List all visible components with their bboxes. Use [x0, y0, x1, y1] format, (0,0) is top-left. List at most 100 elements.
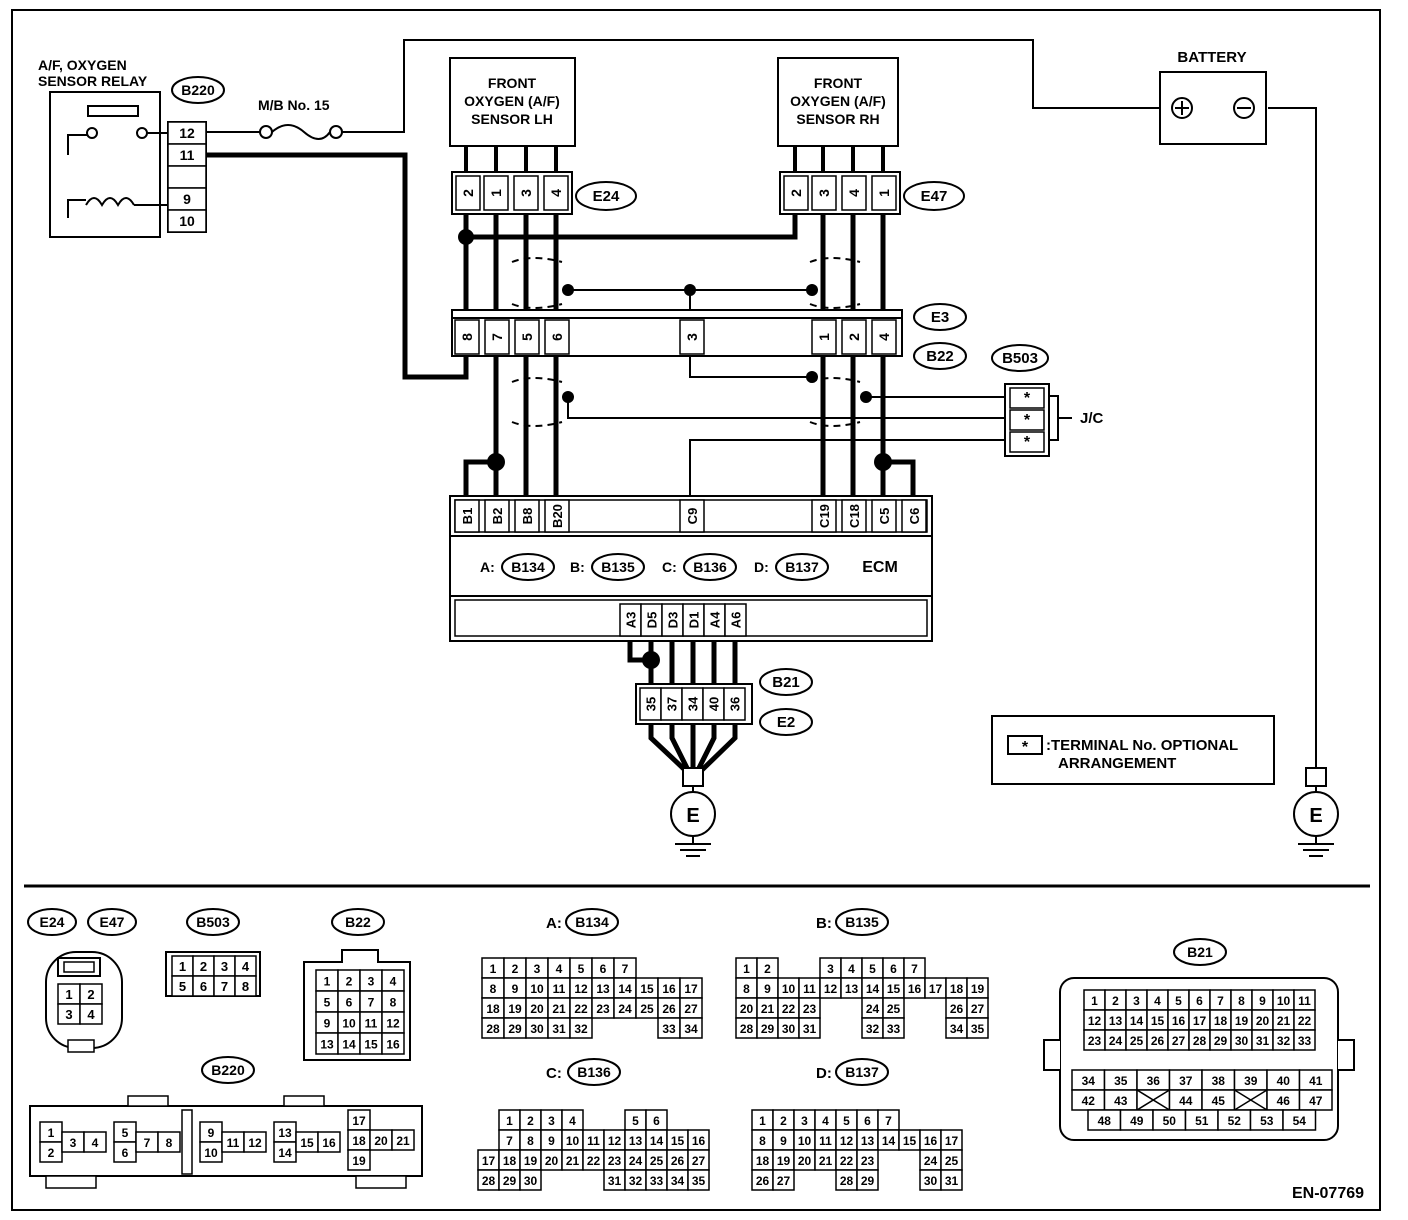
view-b134-pin: 7 — [622, 962, 629, 976]
ecm-top-pin-cell — [871, 499, 897, 533]
view-b136-pin: 1 — [506, 1114, 513, 1128]
view-b21-pin: 14 — [1130, 1014, 1144, 1028]
e47-pin: 1 — [876, 189, 892, 197]
sensor-rh-line2: OXYGEN (A/F) — [790, 93, 886, 109]
view-b21-pin: 3 — [1133, 994, 1140, 1008]
view-b134-pin: 24 — [618, 1002, 632, 1016]
ecm-label: ECM — [862, 559, 898, 576]
view-b220-pin: 10 — [204, 1146, 218, 1160]
view-b22-pin: 14 — [342, 1038, 356, 1052]
view-b21-pin: 30 — [1235, 1034, 1249, 1048]
view-b135-pin: 19 — [971, 982, 985, 996]
ecm-bottom-pin-cell — [724, 603, 747, 637]
e47-pin-cell — [811, 175, 837, 211]
view-b135-pin: 2 — [764, 962, 771, 976]
view-b21-pin: 43 — [1114, 1094, 1128, 1108]
view-b21-pin: 48 — [1098, 1114, 1112, 1128]
ecm-top-pin-cell — [811, 499, 837, 533]
view-b503-pin: 6 — [200, 979, 207, 994]
ecm-connector-id: B135 — [601, 559, 635, 575]
view-b21-pin: 52 — [1228, 1114, 1242, 1128]
ecm-connector-prefix: C: — [662, 559, 677, 575]
view-b134-pin: 26 — [662, 1002, 676, 1016]
view-b220-pin: 1 — [48, 1126, 55, 1140]
view-b21-pin: 32 — [1277, 1034, 1291, 1048]
view-b21-pin: 54 — [1293, 1114, 1307, 1128]
ecm-connector-prefix: A: — [480, 559, 495, 575]
e2-connector-id: E2 — [777, 714, 795, 731]
view-b21-pin: 19 — [1235, 1014, 1249, 1028]
view-b22-pin: 1 — [324, 975, 331, 989]
b21e2-pin: 34 — [686, 696, 701, 711]
view-b134-pin-cell — [679, 1017, 703, 1039]
view-b134-id: B134 — [575, 914, 609, 930]
view-b22-pin: 3 — [368, 975, 375, 989]
view-b135-pin: 8 — [743, 982, 750, 996]
view-b137-pin: 5 — [843, 1114, 850, 1128]
view-b21-pin: 21 — [1277, 1014, 1291, 1028]
sensor-lh-line3: SENSOR LH — [471, 111, 553, 127]
view-b136-pin: 17 — [482, 1154, 496, 1168]
view-b135-id: B135 — [845, 914, 879, 930]
view-b134-pin: 21 — [552, 1002, 566, 1016]
view-b135-pin: 16 — [908, 982, 922, 996]
view-b135-pin: 17 — [929, 982, 943, 996]
view-b137-pin-cell — [856, 1169, 879, 1191]
view-b134-pin: 13 — [596, 982, 610, 996]
e24-pin-cell — [543, 175, 569, 211]
view-b220-pin-cell — [157, 1131, 181, 1153]
view-b22-pin-cell — [381, 1032, 405, 1055]
diagram-id: EN-07769 — [1292, 1185, 1364, 1202]
view-b21-pin: 15 — [1151, 1014, 1165, 1028]
view-b135-pin: 35 — [971, 1022, 985, 1036]
view-b136-pin: 6 — [653, 1114, 660, 1128]
ecm-bottom-pin: D1 — [687, 612, 702, 629]
e3-pin-cell — [811, 319, 837, 355]
ecm-top-pin-cell — [484, 499, 510, 533]
e3-pin: 2 — [846, 333, 862, 341]
view-b137-pin-cell — [940, 1169, 963, 1191]
view-b21-blank-cross-icon — [1136, 1089, 1170, 1111]
view-b136-pin: 12 — [608, 1134, 622, 1148]
view-b134-pin: 17 — [684, 982, 698, 996]
view-b21-pin: 45 — [1212, 1094, 1226, 1108]
b21e2-pin-cell — [723, 687, 746, 721]
view-b135-prefix: B: — [816, 915, 832, 932]
view-b21-pin: 16 — [1172, 1014, 1186, 1028]
e24-pin: 4 — [548, 189, 564, 197]
view-b134-pin: 27 — [684, 1002, 698, 1016]
e47-pin: 3 — [816, 189, 832, 197]
ecm-connector-prefix: D: — [754, 559, 769, 575]
view-b21-pin: 47 — [1309, 1094, 1323, 1108]
view-b134-pin: 6 — [600, 962, 607, 976]
view-b136-id: B136 — [577, 1064, 611, 1080]
view-b134-pin: 30 — [530, 1022, 544, 1036]
view-b136-prefix: C: — [546, 1065, 562, 1082]
view-b220-pin-cell — [83, 1131, 107, 1153]
view-b21-pin: 39 — [1244, 1074, 1258, 1088]
view-b22-pin: 5 — [324, 996, 331, 1010]
view-b136-pin: 7 — [506, 1134, 513, 1148]
view-b136-pin: 16 — [692, 1134, 706, 1148]
view-b137-pin: 28 — [840, 1174, 854, 1188]
view-b220-pin: 12 — [248, 1136, 262, 1150]
view-b503-pin: 3 — [221, 959, 228, 974]
ecm-top-pin: C18 — [847, 504, 862, 528]
view-b137-pin: 30 — [924, 1174, 938, 1188]
view-b135-pin-cell — [798, 1017, 821, 1039]
view-b137-pin-cell — [772, 1169, 795, 1191]
ecm-top-pin: C6 — [907, 508, 922, 525]
view-b134-pin: 25 — [640, 1002, 654, 1016]
ecm-top-pin-cell — [841, 499, 867, 533]
view-b503-pin: 4 — [242, 959, 250, 974]
e3-pin: 7 — [489, 333, 505, 341]
view-b135-pin: 5 — [869, 962, 876, 976]
ground-left: E — [670, 767, 716, 857]
view-b134-pin: 32 — [574, 1022, 588, 1036]
e3-pin: 4 — [876, 333, 892, 341]
e24-pin-cell — [513, 175, 539, 211]
view-b136-pin: 33 — [650, 1174, 664, 1188]
view-b21-pin: 10 — [1277, 994, 1291, 1008]
